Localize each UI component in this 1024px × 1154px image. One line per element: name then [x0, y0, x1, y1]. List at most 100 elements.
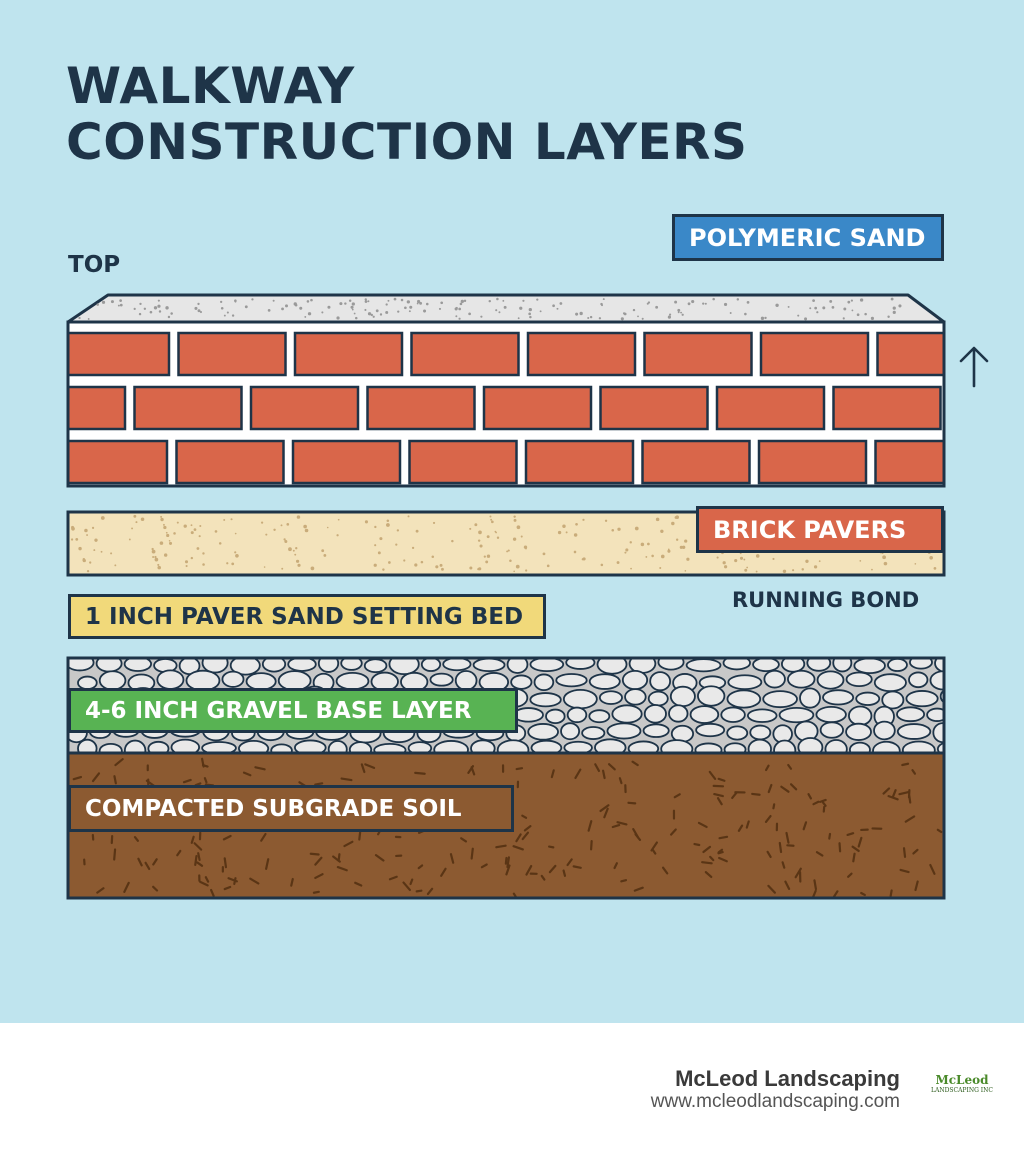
sand-grain [199, 524, 202, 527]
sand-grain [114, 564, 117, 567]
sand-grain [498, 311, 501, 314]
sand-grain [373, 563, 377, 567]
sand-grain [423, 309, 427, 313]
sand-grain [565, 531, 568, 534]
sand-grain [856, 313, 860, 317]
sand-grain [408, 310, 411, 313]
sand-grain [400, 298, 404, 302]
sand-grain [432, 521, 436, 525]
soil-fleck [548, 864, 557, 874]
sand-grain [455, 315, 458, 318]
sand-grain [743, 558, 746, 561]
soil-fleck [548, 845, 555, 849]
soil-fleck [72, 775, 83, 781]
soil-fleck [506, 856, 510, 869]
sand-grain [929, 555, 933, 560]
soil-fleck [360, 763, 366, 774]
soil-fleck [673, 793, 681, 799]
sand-grain [170, 312, 173, 315]
soil-fleck [194, 855, 198, 866]
sand-grain [202, 552, 205, 555]
brick-paver [757, 439, 868, 485]
soil-fleck [152, 858, 158, 866]
sand-grain [630, 567, 632, 570]
soil-fleck [764, 814, 772, 823]
sand-grain [110, 300, 114, 304]
sand-grain [379, 537, 383, 541]
sand-grain [625, 548, 629, 552]
sand-grain [755, 570, 758, 573]
sand-grain [420, 560, 424, 564]
soil-fleck [590, 839, 593, 851]
soil-fleck [669, 828, 677, 836]
sand-grain [163, 553, 168, 557]
soil-fleck [467, 765, 475, 774]
soil-fleck [633, 886, 644, 892]
soil-fleck [336, 865, 348, 872]
gravel-stone [201, 741, 237, 753]
soil-fleck [618, 777, 623, 785]
sand-grain [297, 563, 301, 567]
brick-paver [641, 439, 751, 485]
soil-fleck [789, 783, 798, 791]
sand-grain [139, 302, 142, 306]
gravel-stone [824, 739, 848, 753]
sand-grain [655, 305, 659, 309]
sand-grain [154, 557, 159, 562]
sand-grain [133, 514, 137, 518]
soil-fleck [697, 821, 708, 829]
brick-paver [832, 385, 942, 431]
soil-fleck [899, 868, 910, 874]
sand-grain [600, 563, 604, 567]
sand-grain [151, 549, 156, 554]
polymeric-sand-label: POLYMERIC SAND [672, 214, 944, 261]
sand-grain [374, 544, 377, 547]
brick-paver [526, 331, 637, 377]
sand-grain [286, 523, 290, 526]
sand-grain [304, 316, 307, 318]
sand-grain [336, 534, 339, 537]
sand-grain [183, 524, 187, 528]
soil-fleck [815, 851, 824, 857]
sand-grain [617, 527, 621, 531]
soil-fleck [613, 862, 618, 870]
sand-grain [488, 299, 491, 303]
sand-grain [160, 515, 163, 518]
soil-fleck [374, 854, 385, 862]
sand-grain [629, 541, 632, 544]
sand-grain [600, 302, 603, 306]
brick-paver [366, 385, 476, 431]
soil-fleck [611, 824, 621, 829]
gravel-stone [778, 706, 815, 724]
soil-fleck [343, 840, 354, 848]
gravel-stone [407, 741, 433, 753]
sand-grain [304, 528, 309, 533]
soil-fleck [515, 833, 522, 843]
sand-grain [119, 303, 123, 307]
brick-paver [68, 331, 171, 377]
gravel-stone [845, 671, 873, 688]
sand-grain [140, 517, 145, 522]
soil-fleck [764, 764, 770, 772]
sand-grain [611, 528, 615, 532]
sand-grain [350, 305, 354, 309]
sand-grain [425, 302, 429, 306]
soil-fleck [784, 880, 791, 890]
sand-grain [546, 564, 550, 568]
sand-grain [323, 554, 327, 557]
soil-fleck [607, 763, 616, 771]
sand-grain [307, 312, 312, 316]
sand-grain [396, 529, 400, 532]
sand-grain [367, 312, 372, 316]
sand-grain [223, 314, 226, 317]
soil-fleck [562, 869, 567, 877]
sand-grain [506, 550, 509, 553]
sand-grain [267, 309, 271, 312]
soil-fleck [340, 777, 353, 782]
footer-website[interactable]: www.mcleodlandscaping.com [650, 1091, 900, 1112]
soil-fleck [470, 847, 474, 860]
soil-fleck [223, 885, 232, 891]
soil-fleck [766, 850, 772, 859]
sand-grain [529, 315, 532, 319]
sand-grain [775, 303, 779, 307]
